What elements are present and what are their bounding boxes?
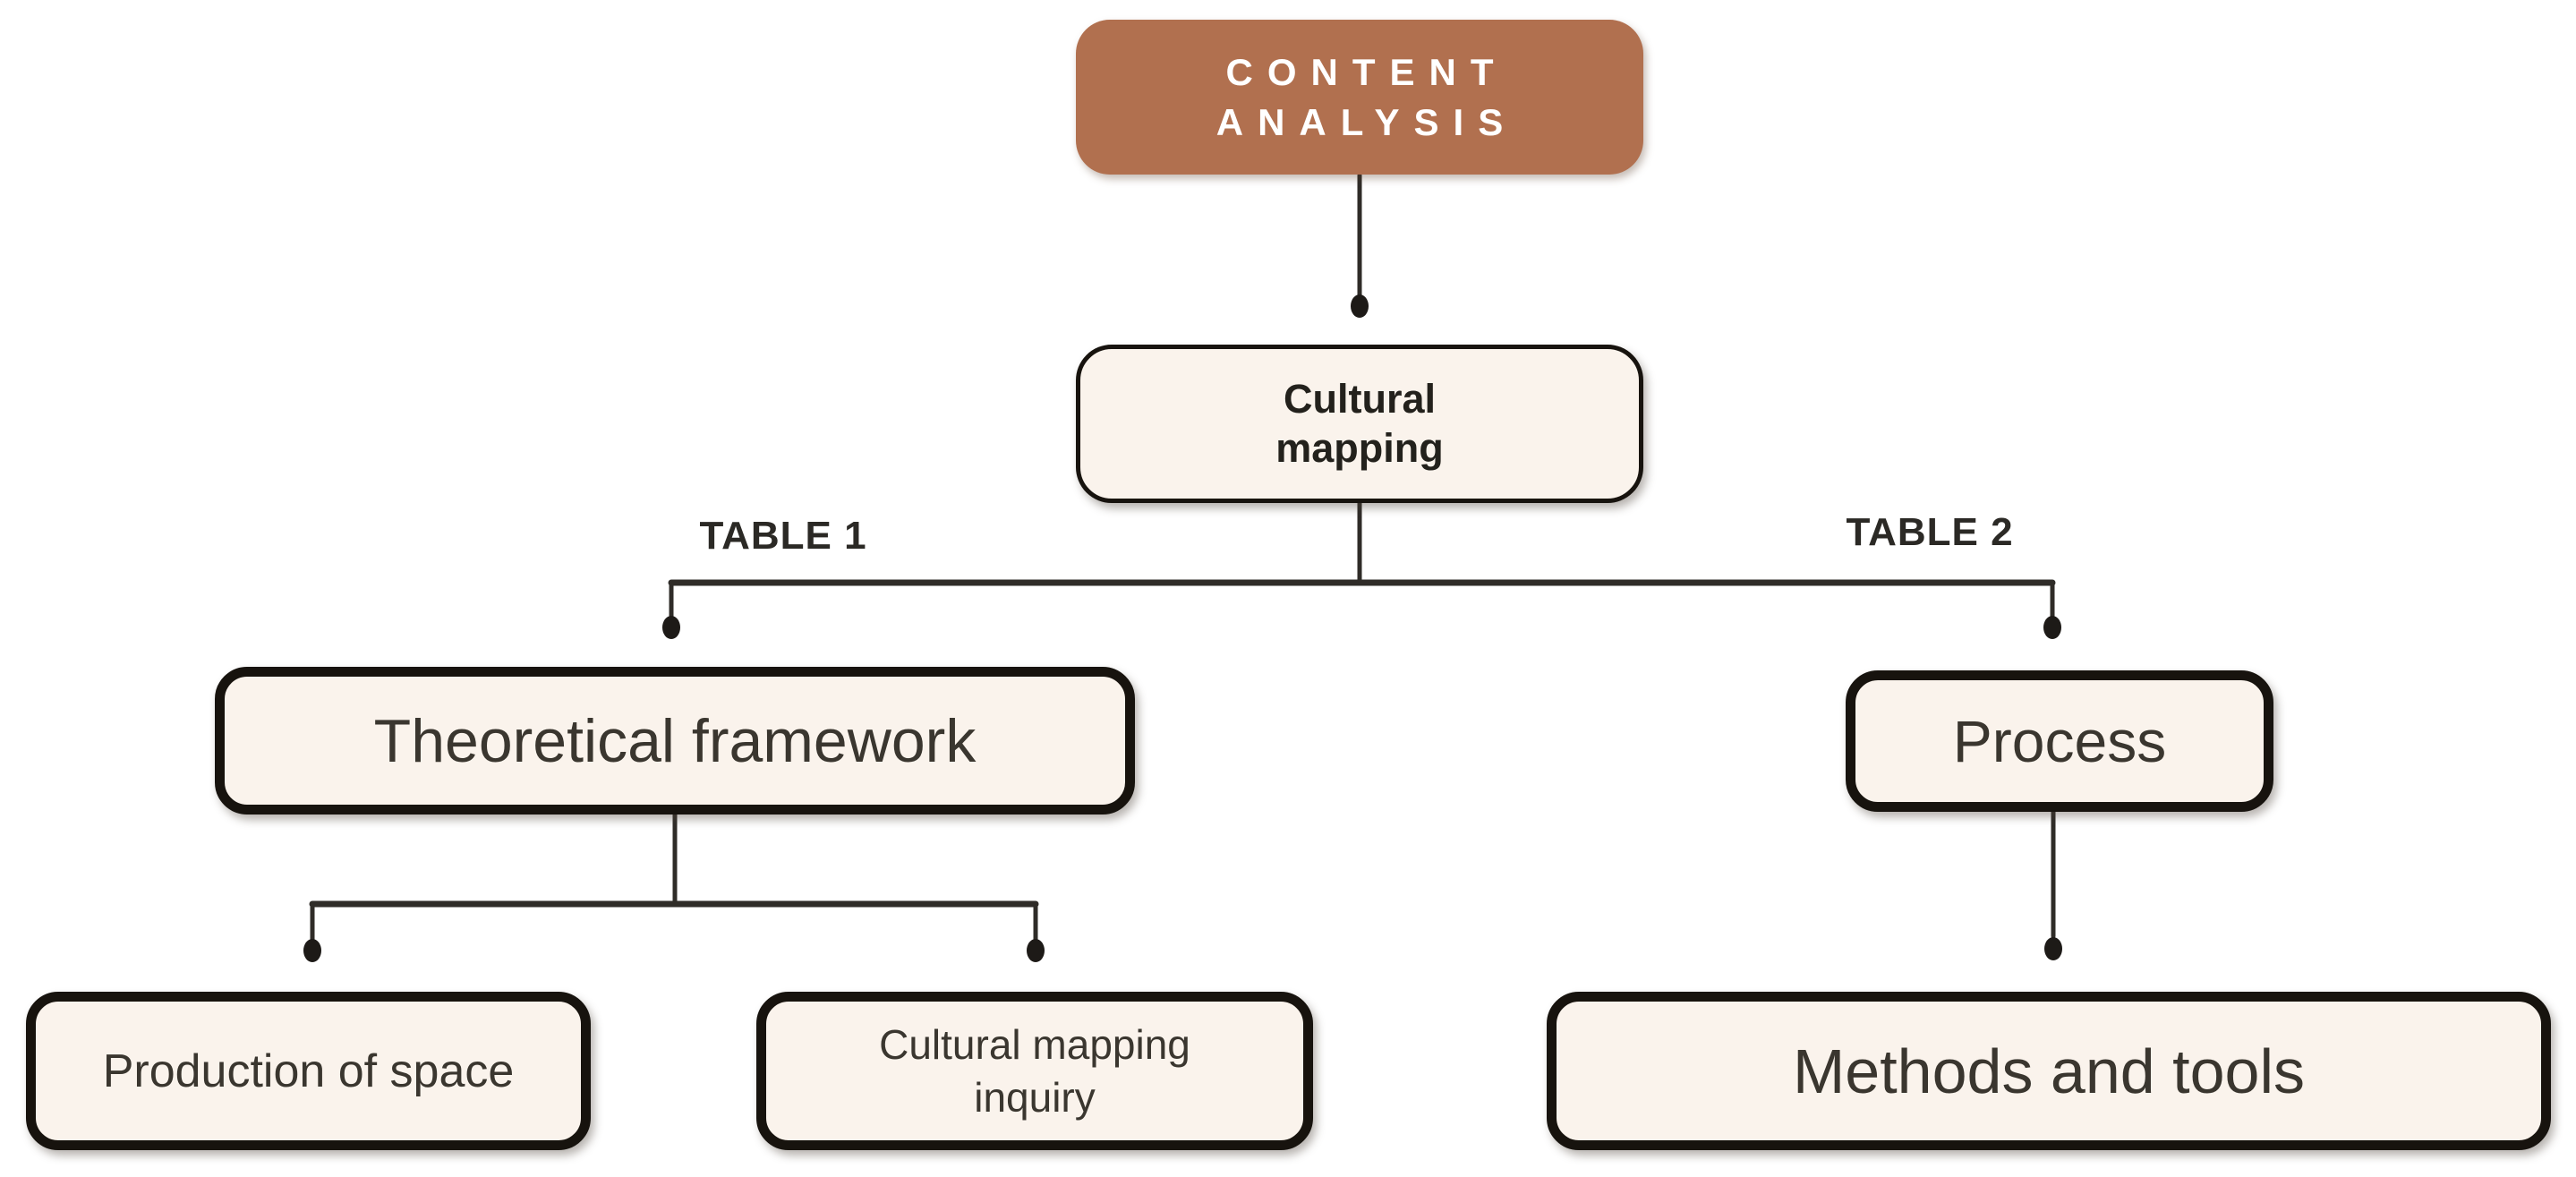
- node-methods-and-tools: Methods and tools: [1547, 992, 2551, 1150]
- connector-dot: [2044, 937, 2062, 960]
- node-cultural-mapping-inquiry: Cultural mapping inquiry: [756, 992, 1313, 1150]
- node-cultural-mapping: Cultural mapping: [1076, 345, 1643, 503]
- section-label-table-2: TABLE 2: [1846, 510, 2014, 554]
- node-label: Cultural mapping inquiry: [879, 1020, 1190, 1121]
- section-label-table-1: TABLE 1: [699, 514, 867, 558]
- node-content-analysis: CONTENT ANALYSIS: [1076, 20, 1643, 175]
- node-production-of-space: Production of space: [26, 992, 591, 1150]
- node-label: Cultural mapping: [1275, 375, 1444, 471]
- node-label: Process: [1952, 708, 2167, 774]
- connector-dot: [1027, 939, 1045, 962]
- node-process: Process: [1846, 670, 2273, 812]
- connector-dot: [2043, 616, 2061, 639]
- node-label: Methods and tools: [1792, 1036, 2306, 1106]
- node-theoretical-framework: Theoretical framework: [215, 667, 1135, 815]
- node-label: CONTENT ANALYSIS: [1215, 51, 1518, 143]
- node-label: Production of space: [102, 1045, 515, 1097]
- connector-dot: [1351, 294, 1369, 318]
- connector-dot: [303, 939, 321, 962]
- node-label: Theoretical framework: [373, 706, 977, 775]
- connector-dot: [662, 616, 680, 639]
